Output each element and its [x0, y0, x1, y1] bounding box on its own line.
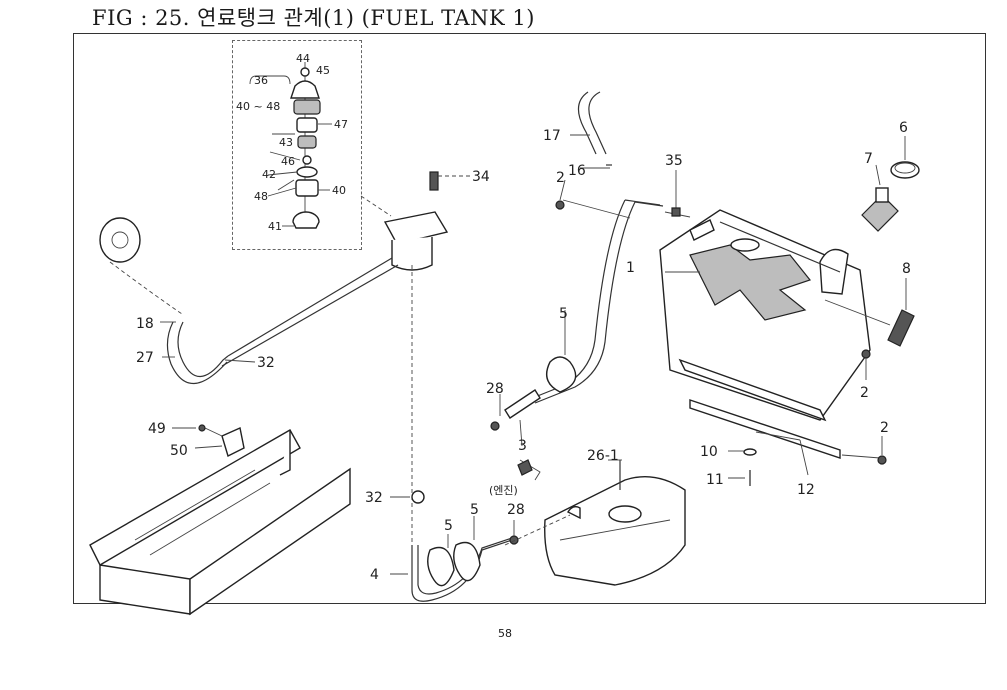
- label-43: 43: [279, 136, 293, 149]
- label-28-lower: 28: [507, 502, 525, 518]
- fuel-return-line: [490, 91, 664, 481]
- label-50: 50: [170, 443, 188, 459]
- filter-detail-inset: [232, 40, 362, 250]
- label-2-top: 2: [556, 170, 565, 186]
- label-47: 47: [334, 118, 348, 131]
- label-12: 12: [797, 482, 815, 498]
- label-27: 27: [136, 350, 154, 366]
- label-28-upper: 28: [486, 381, 504, 397]
- label-5-upper: 5: [559, 306, 568, 322]
- label-8: 8: [902, 261, 911, 277]
- label-44: 44: [296, 52, 310, 65]
- label-2-bottom: 2: [880, 420, 889, 436]
- label-35: 35: [665, 153, 683, 169]
- label-7: 7: [864, 151, 873, 167]
- label-46: 46: [281, 155, 295, 168]
- label-40: 40: [332, 184, 346, 197]
- label-32-upper: 32: [257, 355, 275, 371]
- auxiliary-tank: [544, 459, 686, 586]
- label-17: 17: [543, 128, 561, 144]
- label-36: 36: [254, 74, 268, 87]
- label-42: 42: [262, 168, 276, 181]
- fuel-filter-assembly: [360, 171, 470, 271]
- label-18: 18: [136, 316, 154, 332]
- label-10: 10: [700, 444, 718, 460]
- filler-cap-parts: [824, 136, 920, 380]
- label-48: 48: [254, 190, 268, 203]
- diagram-frame: [73, 33, 986, 604]
- figure-title: FIG : 25. 연료탱크 관계(1) (FUEL TANK 1): [92, 6, 535, 30]
- label-41: 41: [268, 220, 282, 233]
- label-4: 4: [370, 567, 379, 583]
- label-26-1: 26-1: [587, 448, 619, 464]
- label-34: 34: [472, 169, 490, 185]
- label-16: 16: [568, 163, 586, 179]
- main-fuel-tank: [659, 170, 871, 422]
- label-45: 45: [316, 64, 330, 77]
- page-number: 58: [498, 627, 512, 640]
- label-2-mid: 2: [860, 385, 869, 401]
- tank-mounting-band: [689, 399, 887, 486]
- label-3: 3: [518, 438, 527, 454]
- lower-fuel-hoses: [390, 490, 571, 602]
- label-1: 1: [626, 260, 635, 276]
- engine-side-note: (엔진): [489, 484, 518, 497]
- label-5-lower-left: 5: [444, 518, 453, 534]
- water-separator: [99, 217, 183, 315]
- label-6: 6: [899, 120, 908, 136]
- label-40-48: 40 ~ 48: [236, 100, 280, 113]
- label-49: 49: [148, 421, 166, 437]
- label-32-lower: 32: [365, 490, 383, 506]
- label-11: 11: [706, 472, 724, 488]
- chassis-frame: [89, 424, 351, 616]
- label-5-lower-right: 5: [470, 502, 479, 518]
- filter-exploded-parts: [249, 62, 332, 229]
- left-hose-lines: [160, 257, 413, 580]
